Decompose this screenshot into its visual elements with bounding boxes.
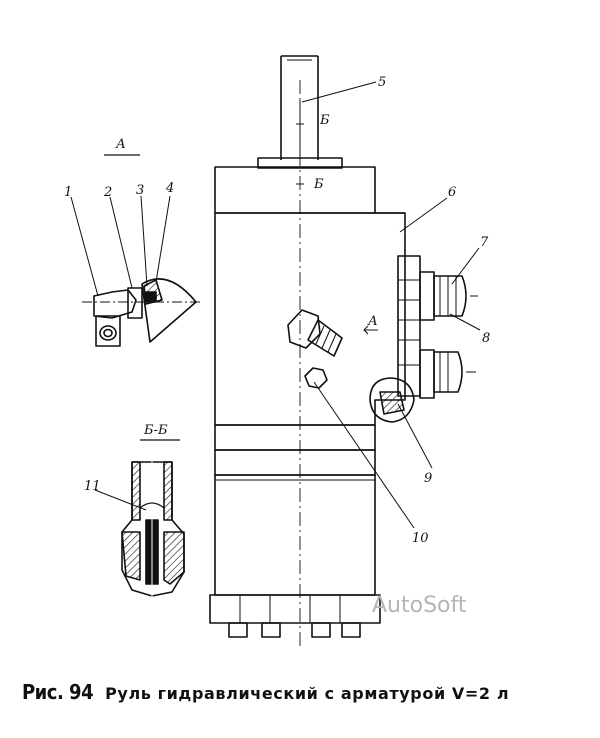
section-bb-title: Б-Б — [143, 423, 168, 438]
marker-b-mid: Б — [313, 177, 324, 192]
figure-title: Руль гидравлический с арматурой V=2 л — [105, 684, 510, 703]
callout-10: 10 — [412, 531, 429, 546]
marker-a-arrow: А — [367, 314, 378, 329]
section-bb-detail — [121, 439, 185, 600]
callout-8: 8 — [482, 331, 490, 346]
marker-b-top: Б — [319, 113, 330, 128]
callout-9: 9 — [424, 471, 432, 486]
figure-label: Рис. 94 — [22, 680, 94, 704]
shaft — [280, 55, 319, 160]
fitting-upper — [419, 271, 478, 321]
bottom-bolts — [228, 622, 361, 638]
plug-9 — [369, 377, 415, 423]
pump-body — [209, 166, 406, 624]
callout-4: 4 — [165, 181, 174, 196]
leader-lines — [70, 81, 481, 529]
callout-6: 6 — [448, 185, 456, 200]
fitting-lower — [419, 349, 476, 399]
callout-1: 1 — [64, 185, 72, 200]
hex-nut-10 — [304, 367, 328, 389]
callout-2: 2 — [103, 185, 112, 200]
watermark: AutoSoft — [372, 593, 467, 618]
callout-7: 7 — [480, 235, 489, 250]
callout-5: 5 — [378, 75, 386, 90]
figure-caption: Рис. 94 Руль гидравлический с арматурой … — [22, 680, 592, 708]
callout-3: 3 — [136, 183, 144, 198]
view-a-title: А — [115, 137, 126, 152]
callout-11: 11 — [84, 479, 101, 494]
port-block — [397, 255, 421, 397]
view-a-detail — [82, 154, 200, 347]
angled-fitting — [287, 309, 343, 357]
